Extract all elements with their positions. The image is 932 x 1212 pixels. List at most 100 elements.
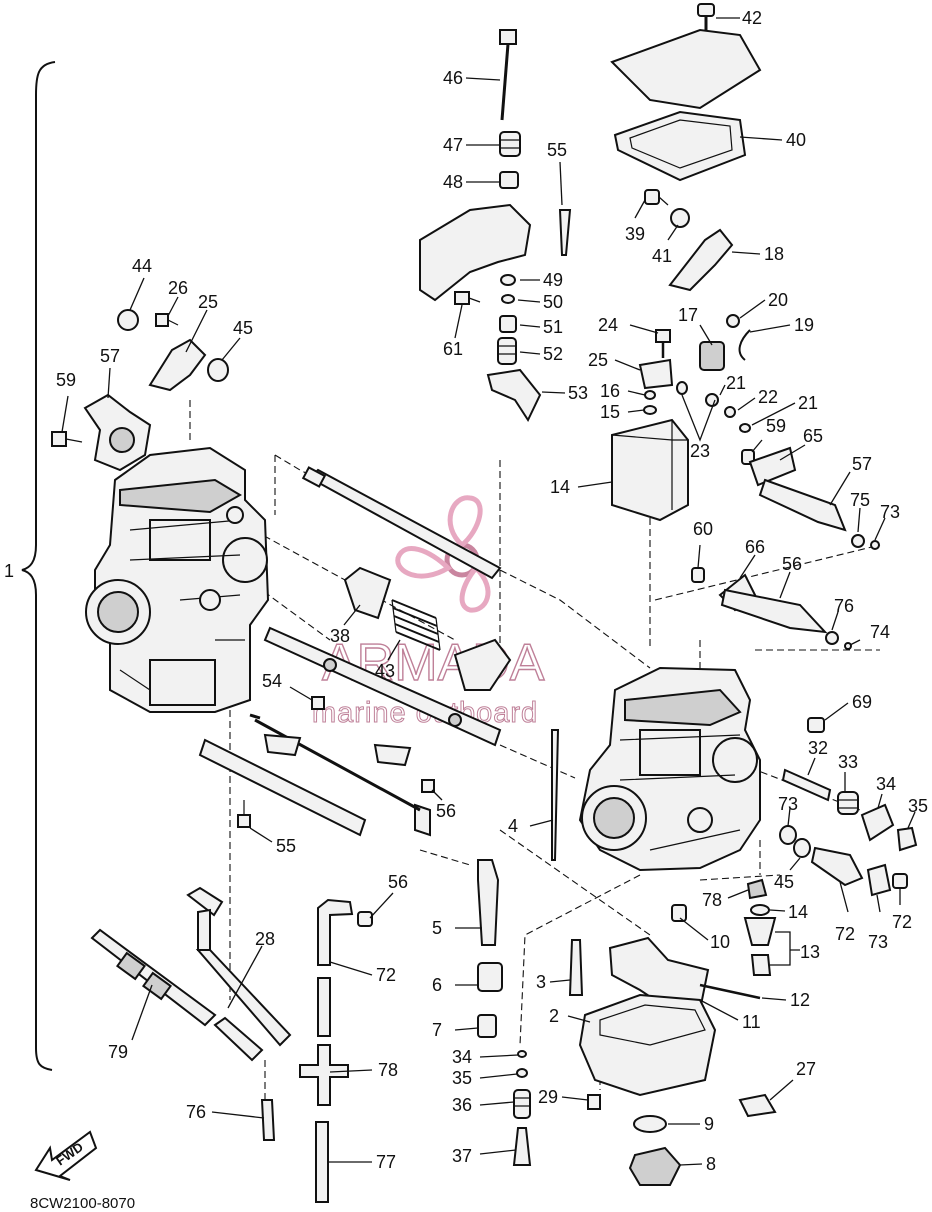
o-ring-73b: [825, 631, 839, 645]
callout-part: 59: [56, 370, 76, 390]
bracket: [419, 203, 532, 302]
callout-part: 52: [543, 344, 563, 364]
cover-gasket: [613, 110, 747, 182]
screw-39: [512, 1127, 532, 1166]
o-ring-46: [793, 838, 811, 858]
washer-72b: [844, 642, 852, 650]
screw-10: [671, 904, 687, 922]
piston: [343, 566, 392, 620]
callout-part: 28: [255, 929, 275, 949]
callout-part: 25: [588, 350, 608, 370]
callout-part: 79: [108, 1042, 128, 1062]
callout-part: 22: [758, 387, 778, 407]
diaphragm-block-15: [611, 418, 689, 522]
callouts: 46 47 48 49 50 51 52 53 55 61 42 40 39 4…: [56, 8, 928, 1174]
callout-part: 3: [536, 972, 546, 992]
jet-7: [477, 1014, 497, 1038]
callout-part: 6: [432, 975, 442, 995]
callout-part: 9: [704, 1114, 714, 1134]
plug-64: [807, 717, 825, 733]
callout-part: 44: [132, 256, 152, 276]
screw-25: [655, 329, 671, 358]
callout-part: 5: [432, 918, 442, 938]
throttle-stop-screw: [499, 29, 517, 121]
callout-part: 50: [543, 292, 563, 312]
callout-part: 13: [800, 942, 820, 962]
o-ring-9: [633, 1115, 667, 1133]
lever-55: [486, 368, 542, 423]
callout-part: 21: [798, 393, 818, 413]
washer-36: [517, 1050, 527, 1058]
washer-52: [501, 294, 515, 304]
linkage-plate-top: [263, 626, 502, 747]
choke-rod: [249, 713, 421, 812]
screw-56b: [421, 779, 435, 793]
screw-65: [454, 291, 481, 305]
screw-56c: [237, 800, 251, 828]
right-carburetor-body: [578, 666, 761, 872]
screw-68: [892, 873, 908, 889]
lever-18: [668, 228, 734, 292]
callout-part: 12: [790, 990, 810, 1010]
needle-valve-13: [743, 917, 777, 946]
cover-plate: [610, 28, 762, 110]
screw-42: [644, 189, 669, 206]
callout-part: 34: [876, 774, 896, 794]
linkage-plate-bottom: [198, 738, 431, 837]
callout-part: 40: [786, 130, 806, 150]
holder-6: [477, 962, 503, 992]
callout-part: 76: [186, 1102, 206, 1122]
callout-part: 47: [443, 135, 463, 155]
callout-part: 41: [652, 246, 672, 266]
bracket-69: [866, 863, 892, 897]
o-ring-71: [779, 825, 797, 845]
callout-part: 73: [868, 932, 888, 952]
washer-51: [500, 274, 516, 286]
callout-part: 42: [742, 8, 762, 28]
washer-37: [516, 1068, 528, 1078]
callout-part: 55: [276, 836, 296, 856]
callout-part: 66: [745, 537, 765, 557]
callout-part: 76: [834, 596, 854, 616]
callout-part: 33: [838, 752, 858, 772]
callout-part: 57: [100, 346, 120, 366]
callout-part: 14: [550, 477, 570, 497]
callout-part: 54: [262, 671, 282, 691]
valve-75: [746, 878, 768, 900]
hose-74: [317, 898, 354, 966]
callout-part: 11: [742, 1012, 761, 1032]
throttle-shaft: [301, 466, 502, 580]
ring-16: [643, 405, 657, 415]
callout-part: 56: [436, 801, 456, 821]
callout-part: 35: [908, 796, 928, 816]
callout-part: 73: [880, 502, 900, 522]
callout-part: 72: [835, 924, 855, 944]
callout-part: 7: [432, 1020, 442, 1040]
callout-part: 35: [452, 1068, 472, 1088]
washer-23: [724, 406, 736, 418]
propeller-logo-icon: [395, 495, 491, 613]
washer-21b: [705, 393, 719, 407]
screw-32: [781, 768, 832, 802]
hose-segment: [317, 977, 331, 1037]
callout-part: 4: [508, 816, 518, 836]
drain-screw-29: [738, 1093, 777, 1118]
callout-part: 25: [198, 292, 218, 312]
jet-needle-4: [551, 729, 560, 861]
callout-part: 78: [702, 890, 722, 910]
callout-part: 45: [233, 318, 253, 338]
callout-part: 8: [706, 1154, 716, 1174]
pilot-screw-59: [720, 588, 828, 634]
washer-21a: [726, 314, 740, 328]
callout-part: 46: [443, 68, 463, 88]
bolt-63: [51, 431, 83, 447]
callout-part: 72: [376, 965, 396, 985]
main-jet-3: [568, 939, 584, 996]
spring-47: [391, 599, 441, 651]
callout-part: 77: [376, 1152, 396, 1172]
callout-part: 37: [452, 1146, 472, 1166]
clip-13: [750, 954, 772, 976]
valve-70: [810, 846, 864, 887]
callout-part: 75: [850, 490, 870, 510]
callout-part: 73: [778, 794, 798, 814]
